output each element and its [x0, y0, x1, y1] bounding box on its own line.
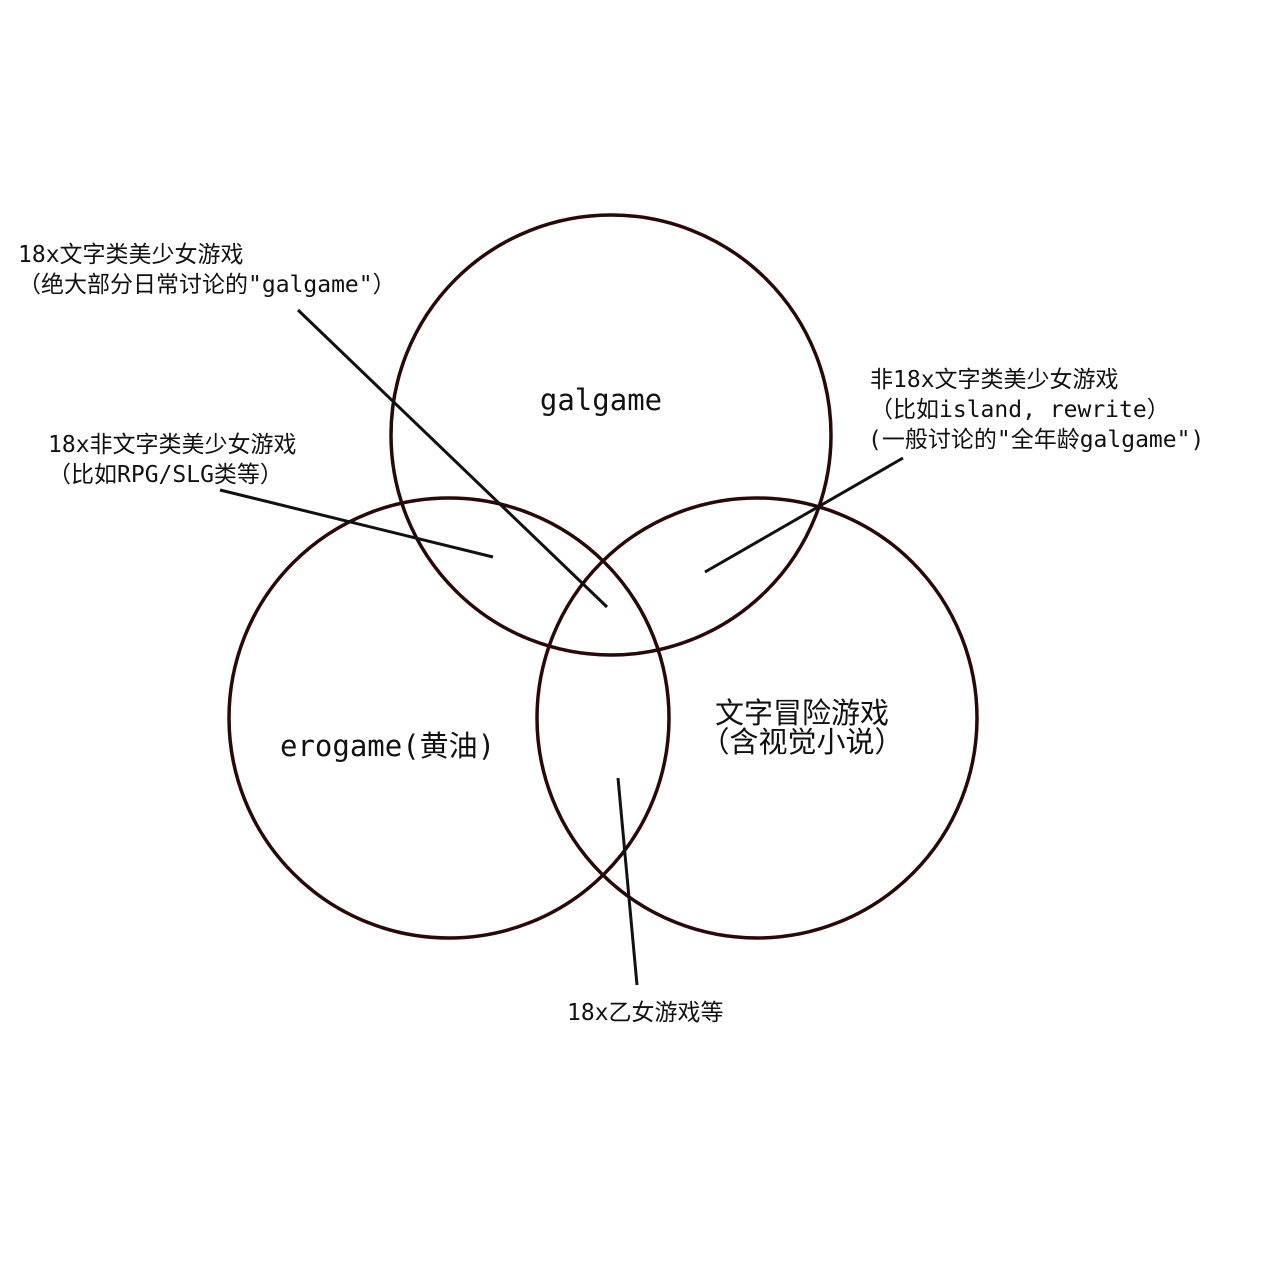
ero-adv-annotation: 18x乙女游戏等	[567, 1000, 724, 1026]
adventure-label-line2: （含视觉小说）	[700, 725, 903, 759]
gal-ero-annotation-line1: 18x非文字类美少女游戏	[48, 432, 297, 458]
gal-ero-leader-line	[219, 488, 494, 559]
galgame-circle	[389, 213, 833, 657]
adventure-label-line1: 文字冒险游戏	[715, 696, 889, 730]
ero-adv-leader-line	[616, 777, 639, 986]
gal-ero-annotation-line2: （比如RPG/SLG类等）	[48, 462, 283, 488]
gal-adv-annotation-line2: （比如island, rewrite）	[870, 397, 1170, 423]
gal-adv-leader-line	[704, 456, 904, 574]
galgame-label: galgame	[540, 383, 662, 417]
erogame-circle	[227, 496, 671, 940]
center-annotation-line1: 18x文字类美少女游戏	[18, 242, 244, 268]
adventure-game-circle	[535, 496, 979, 940]
gal-adv-annotation-line1: 非18x文字类美少女游戏	[870, 367, 1119, 393]
erogame-label: erogame(黄油)	[280, 729, 495, 763]
gal-adv-annotation-line3: (一般讨论的"全年龄galgame")	[868, 427, 1204, 453]
center-leader-line	[296, 308, 609, 609]
center-annotation-line2: （绝大部分日常讨论的"galgame"）	[18, 272, 396, 298]
